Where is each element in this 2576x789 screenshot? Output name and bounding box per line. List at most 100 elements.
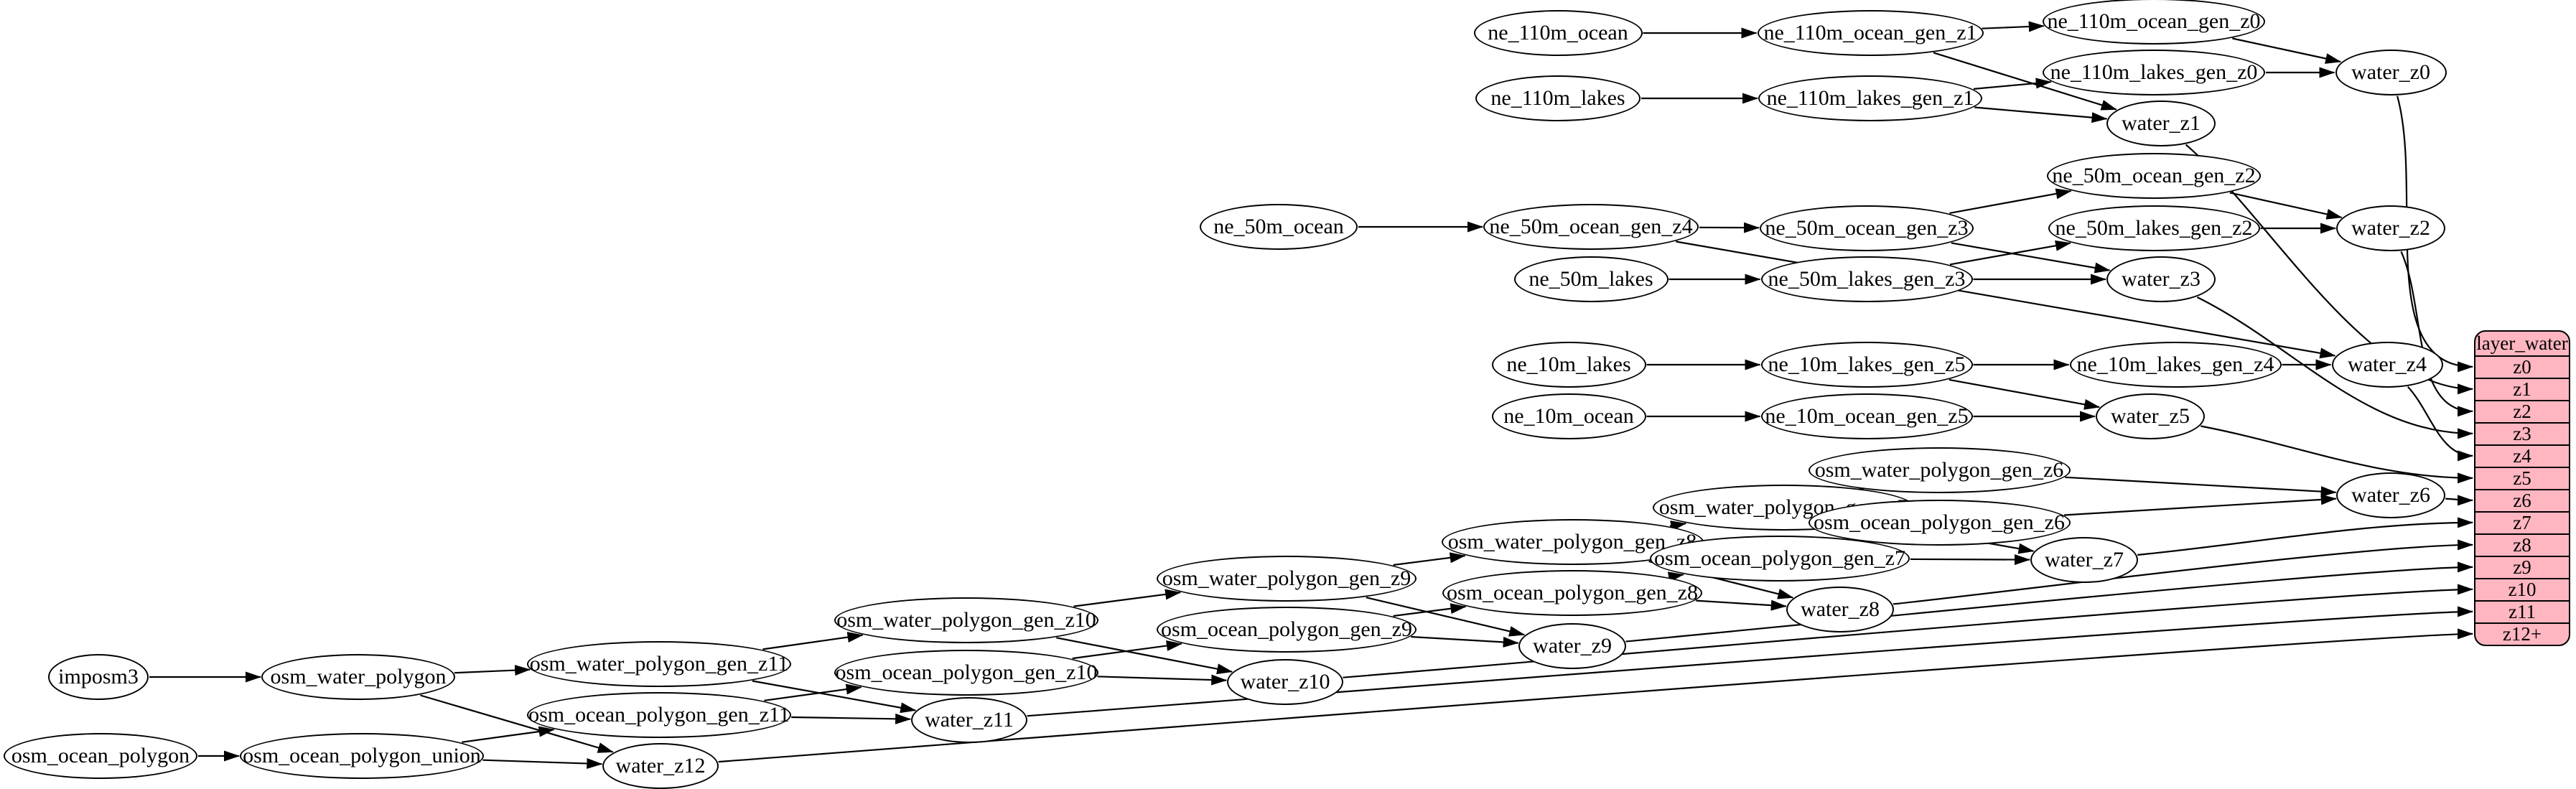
node-water_z2: water_z2 — [2336, 205, 2445, 251]
edge-water_z6-table-z6 — [2445, 495, 2473, 506]
edge-osm_ocean_polygon_gen_z8-water_z8 — [1696, 599, 1787, 611]
table-row-z4: z4 — [2475, 444, 2569, 467]
node-osm_ocean_polygon_gen_z8: osm_ocean_polygon_gen_z8 — [1442, 570, 1702, 616]
edge-osm_water_polygon_gen_z11-osm_water_polygon_gen_z10 — [762, 632, 864, 650]
node-label: ne_50m_ocean_gen_z4 — [1489, 215, 1693, 238]
edge-osm_ocean_polygon_union-water_z12 — [482, 758, 603, 770]
edge-osm_ocean_polygon_gen_z6-water_z6 — [2063, 494, 2337, 516]
edge-water_z5-table-z5 — [2201, 425, 2473, 484]
node-water_z6: water_z6 — [2336, 472, 2445, 518]
node-osm_ocean_polygon_gen_z7: osm_ocean_polygon_gen_z7 — [1650, 536, 1910, 582]
edge-ne_50m_lakes_gen_z3-ne_50m_lakes_gen_z2 — [1949, 240, 2071, 266]
edge-ne_110m_ocean_gen_z1-water_z1 — [1933, 52, 2117, 111]
node-osm_water_polygon: osm_water_polygon — [261, 654, 455, 700]
node-label: osm_ocean_polygon_gen_z10 — [835, 660, 1098, 684]
node-label: imposm3 — [58, 665, 139, 688]
edge-ne_10m_lakes_gen_z5-water_z5 — [1949, 378, 2101, 410]
node-label: ne_50m_lakes_gen_z2 — [2055, 216, 2253, 240]
edge-osm_ocean_polygon_gen_z10-osm_ocean_polygon_gen_z9 — [1072, 640, 1182, 660]
node-water_z8: water_z8 — [1786, 587, 1894, 632]
node-osm_ocean_polygon_gen_z9: osm_ocean_polygon_gen_z9 — [1157, 607, 1417, 653]
node-water_z11: water_z11 — [911, 697, 1027, 743]
edge-osm_ocean_polygon_gen_z9-water_z9 — [1411, 635, 1519, 648]
node-label: osm_water_polygon_gen_z11 — [529, 652, 789, 676]
table-row-z11: z11 — [2475, 600, 2569, 622]
edge-water_z12-table-z12+ — [718, 628, 2473, 763]
node-osm_water_polygon_gen_z10: osm_water_polygon_gen_z10 — [834, 597, 1098, 643]
edge-osm_ocean_polygon_gen_z7-water_z7 — [1910, 554, 2030, 566]
node-label: water_z9 — [1533, 634, 1612, 658]
table-row-z1: z1 — [2475, 378, 2569, 400]
node-label: osm_ocean_polygon_gen_z11 — [528, 703, 790, 727]
edge-osm_ocean_polygon_gen_z11-water_z11 — [791, 713, 912, 724]
node-ne_110m_ocean: ne_110m_ocean — [1473, 10, 1643, 56]
node-ne_110m_ocean_gen_z1: ne_110m_ocean_gen_z1 — [1757, 10, 1984, 56]
edge-water_z10-table-z10 — [1343, 584, 2473, 678]
node-imposm3: imposm3 — [48, 654, 149, 700]
node-water_z0: water_z0 — [2335, 50, 2447, 95]
node-water_z12: water_z12 — [602, 743, 719, 789]
node-water_z3: water_z3 — [2106, 256, 2216, 302]
node-osm_water_polygon_gen_z8: osm_water_polygon_gen_z8 — [1441, 519, 1704, 565]
node-label: ne_110m_lakes_gen_z1 — [1766, 86, 1974, 110]
node-label: water_z12 — [615, 754, 706, 778]
table-row-z0: z0 — [2475, 355, 2569, 378]
node-label: ne_50m_lakes — [1529, 267, 1653, 291]
edge-ne_110m_ocean_gen_z0-water_z0 — [2232, 37, 2342, 64]
node-label: water_z11 — [925, 708, 1014, 732]
table-row-z12+: z12+ — [2475, 622, 2569, 645]
node-label: osm_ocean_polygon_gen_z9 — [1161, 617, 1412, 641]
edge-osm_ocean_polygon_gen_z10-water_z10 — [1097, 674, 1228, 686]
edge-ne_110m_lakes_gen_z1-water_z1 — [1974, 106, 2108, 123]
node-osm_water_polygon_gen_z11: osm_water_polygon_gen_z11 — [527, 641, 791, 687]
table-row-z10: z10 — [2475, 578, 2569, 600]
edge-ne_110m_lakes_gen_z1-ne_110m_lakes_gen_z0 — [1973, 78, 2052, 90]
edge-ne_50m_ocean_gen_z3-ne_50m_ocean_gen_z2 — [1949, 188, 2072, 214]
node-osm_ocean_polygon: osm_ocean_polygon — [4, 733, 197, 779]
table-row-z9: z9 — [2475, 556, 2569, 578]
node-label: osm_water_polygon_gen_z9 — [1162, 566, 1411, 590]
table-row-z2: z2 — [2475, 400, 2569, 422]
node-osm_ocean_polygon_gen_z11: osm_ocean_polygon_gen_z11 — [527, 692, 791, 738]
edge-osm_water_polygon-water_z12 — [420, 694, 614, 753]
edge-ne_110m_ocean_gen_z1-ne_110m_ocean_gen_z0 — [1982, 21, 2045, 32]
table-row-z6: z6 — [2475, 489, 2569, 511]
node-ne_10m_ocean: ne_10m_ocean — [1491, 393, 1646, 439]
edge-osm_water_polygon_gen_z9-water_z9 — [1366, 597, 1526, 637]
edge-osm_water_polygon_gen_z10-water_z10 — [1056, 637, 1233, 675]
node-label: ne_110m_lakes_gen_z0 — [2050, 60, 2258, 84]
node-ne_50m_ocean_gen_z3: ne_50m_ocean_gen_z3 — [1760, 205, 1974, 251]
node-ne_10m_lakes_gen_z5: ne_10m_lakes_gen_z5 — [1760, 342, 1973, 388]
edge-osm_ocean_polygon_gen_z11-osm_ocean_polygon_gen_z10 — [764, 683, 862, 701]
node-label: osm_ocean_polygon_gen_z8 — [1447, 581, 1698, 604]
node-water_z1: water_z1 — [2106, 101, 2216, 146]
node-label: ne_10m_ocean_gen_z5 — [1765, 404, 1969, 428]
edge-osm_water_polygon_gen_z9-osm_water_polygon_gen_z8 — [1393, 552, 1466, 566]
node-ne_50m_lakes: ne_50m_lakes — [1513, 256, 1669, 302]
node-label: water_z4 — [2348, 353, 2427, 376]
edge-water_z3-table-z3 — [2196, 297, 2473, 439]
node-label: osm_water_polygon_gen_z10 — [836, 608, 1096, 632]
node-water_z5: water_z5 — [2096, 393, 2205, 439]
node-osm_ocean_polygon_gen_z6: osm_ocean_polygon_gen_z6 — [1808, 500, 2071, 546]
edge-osm_water_polygon_gen_z11-water_z11 — [752, 680, 917, 714]
edge-ne_50m_ocean_gen_z3-water_z3 — [1951, 242, 2111, 274]
node-label: ne_110m_ocean — [1488, 21, 1628, 45]
node-osm_ocean_polygon_union: osm_ocean_polygon_union — [240, 733, 484, 779]
node-ne_110m_ocean_gen_z0: ne_110m_ocean_gen_z0 — [2043, 0, 2265, 45]
node-label: osm_water_polygon_gen_z8 — [1447, 530, 1697, 554]
edge-water_z8-table-z8 — [1893, 539, 2473, 605]
node-label: ne_110m_lakes — [1490, 86, 1625, 110]
edge-osm_water_polygon-osm_water_polygon_gen_z11 — [454, 665, 531, 676]
node-osm_water_polygon_gen_z6: osm_water_polygon_gen_z6 — [1808, 447, 2071, 493]
node-ne_50m_ocean_gen_z2: ne_50m_ocean_gen_z2 — [2047, 153, 2261, 199]
table-header: layer_water — [2476, 332, 2568, 354]
edge-osm_ocean_polygon_gen_z8-osm_ocean_polygon_gen_z7 — [1667, 571, 1684, 583]
node-ne_110m_lakes_gen_z1: ne_110m_lakes_gen_z1 — [1758, 75, 1982, 121]
node-label: osm_ocean_polygon_union — [243, 744, 481, 767]
node-label: ne_10m_lakes_gen_z4 — [2076, 353, 2274, 376]
node-label: ne_50m_ocean_gen_z2 — [2052, 164, 2256, 187]
